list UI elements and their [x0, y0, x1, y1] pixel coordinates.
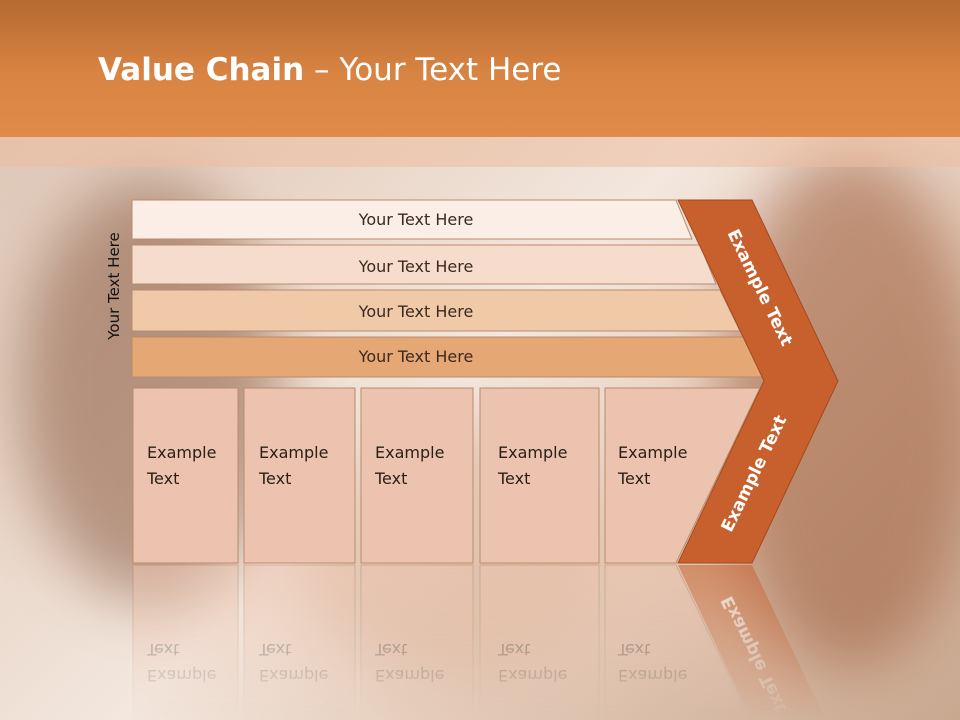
reflection-box-5-line-1: Example [618, 666, 687, 685]
reflection-arrow [678, 565, 826, 720]
box-1-line-1: Example [147, 443, 216, 462]
title-bold: Value Chain [98, 52, 305, 88]
reflection-box-2-line-2: Text [258, 640, 291, 659]
box-2-line-2: Text [258, 469, 291, 488]
value-chain-main: Your Text Here Your Text Here Your Text … [131, 199, 839, 564]
box-1-line-2: Text [146, 469, 179, 488]
band-1-text: Your Text Here [358, 210, 474, 229]
band-2-text: Your Text Here [358, 257, 474, 276]
reflection-box-5 [604, 564, 751, 720]
reflection-box-1 [132, 564, 239, 720]
reflection-box-1-line-1: Example [147, 666, 216, 685]
slide-title[interactable]: Value Chain – Your Text Here [98, 52, 561, 88]
band-4-text: Your Text Here [358, 347, 474, 366]
reflection-box-3-line-2: Text [374, 640, 407, 659]
box-5-line-1: Example [618, 443, 687, 462]
header-bar [0, 0, 960, 137]
band-1[interactable] [131, 199, 693, 240]
band-2[interactable] [131, 244, 717, 285]
box-3-line-2: Text [374, 469, 407, 488]
reflection-box-4 [479, 564, 600, 720]
reflection-box-2-line-1: Example [259, 666, 328, 685]
box-3[interactable] [360, 387, 474, 564]
band-3-text: Your Text Here [358, 302, 474, 321]
box-2-line-1: Example [259, 443, 328, 462]
reflection-box-5-line-2: Text [617, 640, 650, 659]
reflection-box-1-line-2: Text [146, 640, 179, 659]
box-4[interactable] [479, 387, 600, 564]
header-band [0, 137, 960, 167]
box-5-line-2: Text [617, 469, 650, 488]
diagram-reflection: Example Text Example Text Example Text E… [132, 564, 826, 720]
reflection-box-3 [360, 564, 474, 720]
chevron-arrow[interactable] [677, 199, 839, 564]
title-rest: – Your Text Here [304, 52, 562, 88]
reflection-box-4-line-1: Example [498, 666, 567, 685]
box-5[interactable] [604, 387, 761, 564]
box-3-line-1: Example [375, 443, 444, 462]
box-4-line-1: Example [498, 443, 567, 462]
box-4-line-2: Text [497, 469, 530, 488]
reflection-box-4-line-2: Text [497, 640, 530, 659]
reflection-box-3-line-1: Example [375, 666, 444, 685]
reflection-box-2 [243, 564, 356, 720]
box-2[interactable] [243, 387, 356, 564]
box-1[interactable] [132, 387, 239, 564]
